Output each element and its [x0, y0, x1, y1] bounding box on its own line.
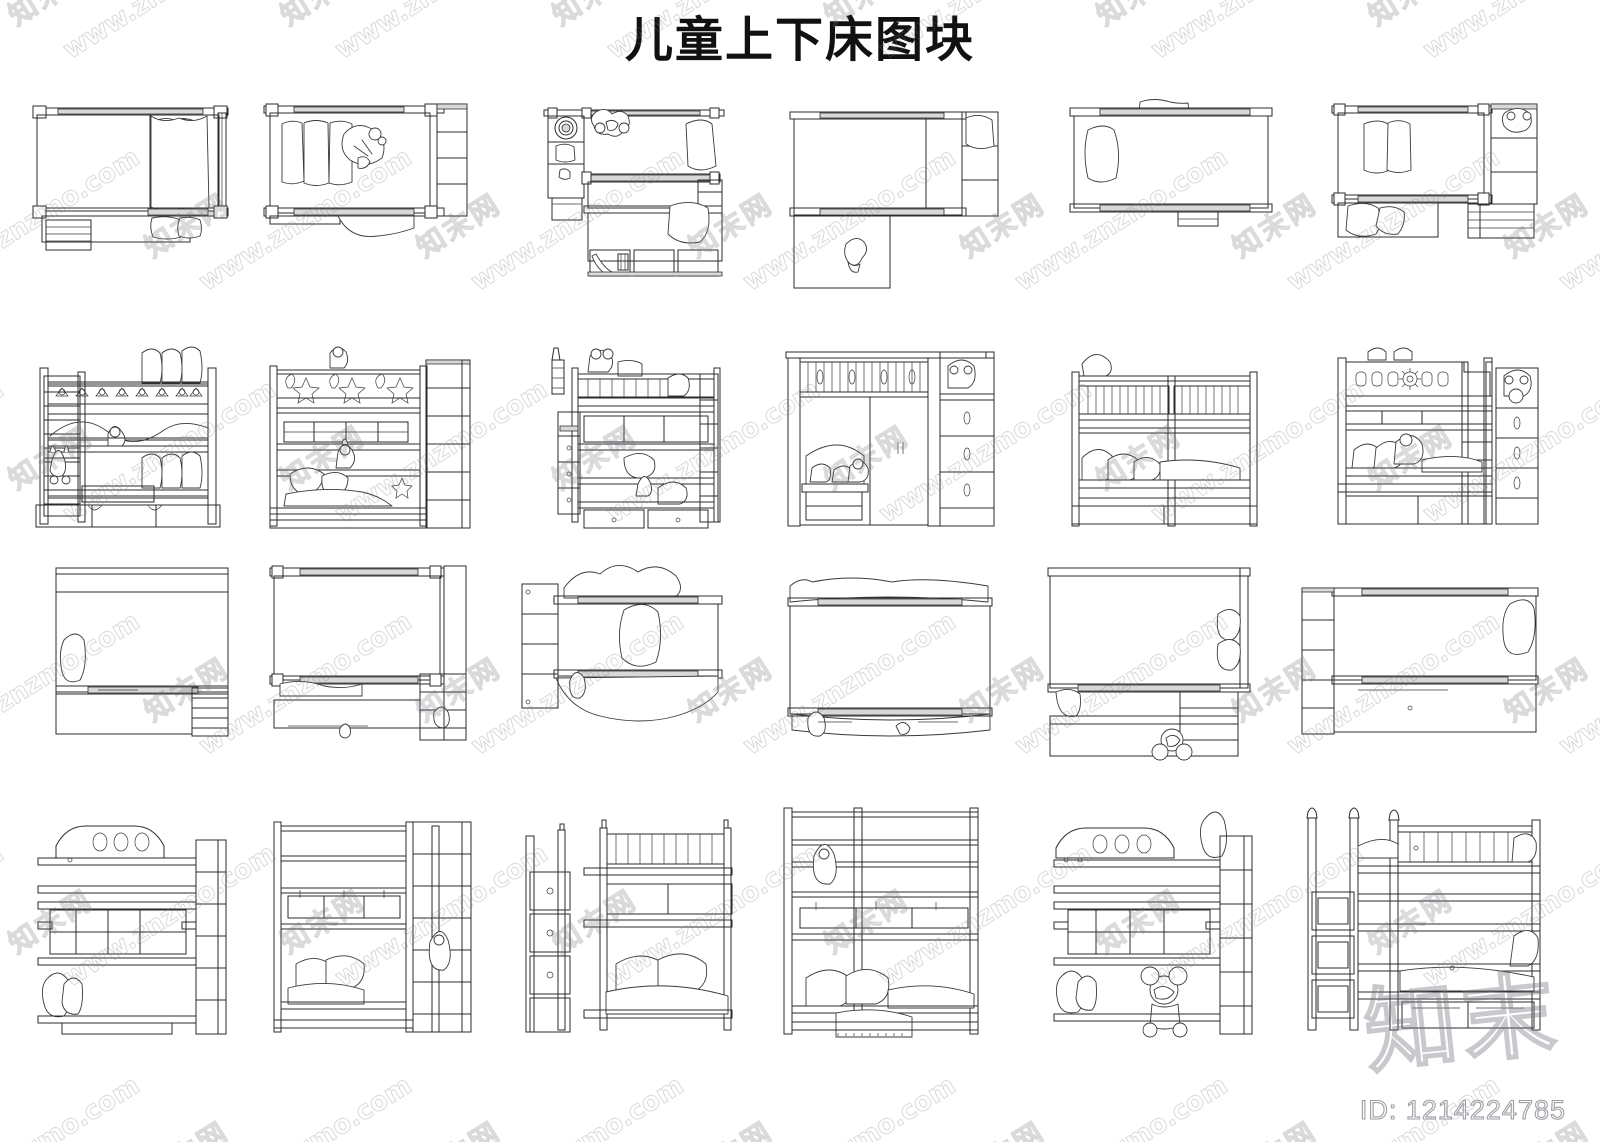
watermark-url-text: www.znzmo.com — [1554, 142, 1600, 298]
cad-block-r1c4[interactable] — [786, 104, 1006, 294]
cad-block-r3c5[interactable] — [1042, 562, 1260, 758]
cad-block-r2c4[interactable] — [782, 338, 1002, 530]
cad-block-r3c6[interactable] — [1298, 580, 1548, 740]
resource-id-label: ID: 1214224785 — [1359, 1094, 1566, 1125]
watermark-brand-text: 知末网 — [408, 1111, 508, 1142]
cad-block-r2c3[interactable] — [528, 338, 732, 530]
cad-block-r4c6[interactable] — [1292, 796, 1548, 1036]
watermark-brand-text: 知末网 — [680, 1111, 780, 1142]
watermark-url-text: www.znzmo.com — [0, 374, 10, 530]
watermark-brand-text: 知末网 — [952, 1111, 1052, 1142]
cad-block-r4c2[interactable] — [266, 800, 478, 1036]
watermark-url-text: www.znzmo.com — [0, 1070, 146, 1142]
cad-block-r2c2[interactable] — [262, 340, 480, 530]
watermark-url-text: www.znzmo.com — [1554, 606, 1600, 762]
cad-block-r3c2[interactable] — [258, 560, 474, 742]
cad-block-r1c3[interactable] — [530, 98, 730, 278]
cad-block-r2c6[interactable] — [1326, 338, 1544, 530]
cad-block-r3c3[interactable] — [508, 552, 728, 748]
cad-block-r1c1[interactable] — [28, 96, 242, 256]
cad-block-r1c5[interactable] — [1066, 96, 1280, 232]
watermark-logo: 知末 — [1359, 959, 1567, 1088]
cad-block-r3c1[interactable] — [28, 560, 236, 740]
watermark-brand-text: 知末网 — [1224, 1111, 1324, 1142]
watermark-url-text: www.znzmo.com — [0, 838, 10, 994]
page-title: 儿童上下床图块 — [624, 12, 975, 68]
watermark-url-text: www.znzmo.com — [1010, 1070, 1234, 1142]
cad-block-r1c6[interactable] — [1328, 96, 1542, 256]
cad-block-r4c3[interactable] — [506, 796, 734, 1036]
cad-block-r4c5[interactable] — [1046, 800, 1262, 1036]
watermark-brand-text: 知末网 — [136, 1111, 236, 1142]
cad-block-r3c4[interactable] — [778, 556, 1004, 746]
watermark-url-text: www.znzmo.com — [194, 1070, 418, 1142]
cad-block-r4c1[interactable] — [28, 810, 230, 1034]
cad-block-r1c2[interactable] — [258, 96, 474, 260]
cad-block-r4c4[interactable] — [776, 800, 992, 1036]
watermark-url-text: www.znzmo.com — [738, 1070, 962, 1142]
watermark-url-text: www.znzmo.com — [466, 1070, 690, 1142]
cad-block-r2c5[interactable] — [1064, 338, 1268, 530]
cad-block-r2c1[interactable] — [30, 340, 226, 530]
